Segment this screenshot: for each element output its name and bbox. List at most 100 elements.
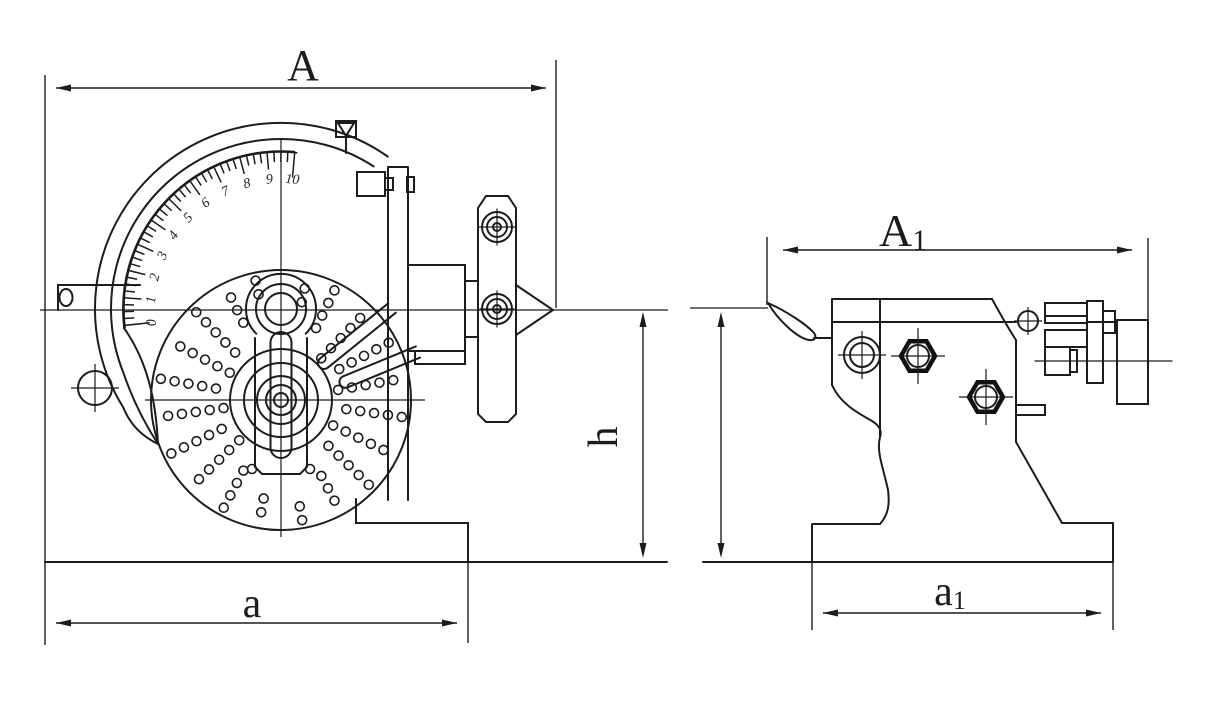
- plate-hole: [203, 429, 215, 441]
- plate-hole: [162, 410, 174, 422]
- tailstock-body: [765, 298, 1114, 563]
- dead-center-cone: [515, 284, 555, 336]
- plate-hole: [190, 406, 202, 418]
- scale-tick: [132, 256, 143, 262]
- scale-tick: [252, 154, 256, 165]
- dim-label-A: A: [287, 41, 319, 90]
- plate-hole: [199, 354, 211, 365]
- plate-hole: [183, 378, 194, 389]
- scale-tail-curve: [123, 327, 159, 445]
- plate-hole: [296, 514, 308, 526]
- plate-hole: [396, 411, 408, 423]
- plate-hole: [371, 343, 382, 355]
- plate-hole: [387, 374, 399, 386]
- plate-hole: [316, 470, 327, 482]
- scale-tick: [137, 243, 154, 253]
- plate-hole: [218, 402, 229, 414]
- scale-tick: [151, 219, 166, 231]
- plate-hole: [323, 297, 334, 309]
- plate-hole: [204, 404, 216, 416]
- plate-hole: [229, 347, 241, 358]
- scale-tick: [259, 153, 263, 164]
- scale-tick: [168, 198, 182, 212]
- plate-hole: [374, 377, 385, 388]
- plate-hole: [363, 479, 375, 491]
- scale-tick: [140, 237, 151, 244]
- scale-label: 2: [147, 272, 163, 282]
- plate-hole: [368, 407, 380, 419]
- dim-label-a1-main: a: [934, 569, 953, 615]
- plate-hole: [196, 380, 208, 392]
- spindle-hub: [229, 348, 333, 452]
- plate-hole: [225, 292, 237, 303]
- plate-hole: [340, 426, 352, 437]
- plate-hole: [332, 384, 344, 396]
- plate-hole: [200, 317, 212, 328]
- scale-tick: [134, 250, 145, 256]
- plate-hole: [329, 285, 340, 296]
- scale-tick: [159, 208, 168, 217]
- plate-hole: [190, 306, 202, 318]
- dim-label-A1-main: A: [879, 205, 912, 256]
- scale-tick-arc: [123, 151, 298, 329]
- scale-label: 3: [154, 249, 171, 262]
- plate-hole: [155, 373, 167, 385]
- spindle-housing: [356, 166, 479, 501]
- front-base-step: [355, 498, 469, 562]
- plate-hole: [296, 296, 308, 308]
- sector-arms: [316, 302, 421, 389]
- dimension-A: A: [56, 41, 546, 92]
- plate-hole: [191, 435, 202, 447]
- plate-hole: [193, 473, 205, 485]
- dim-label-h: h: [581, 427, 627, 448]
- scale-tick: [124, 290, 136, 293]
- scale-label: 0: [144, 318, 160, 327]
- crank-arm: [245, 272, 317, 475]
- scale-tick: [130, 263, 141, 268]
- scale-tick: [173, 193, 182, 202]
- plate-hole: [169, 375, 180, 387]
- plate-hole: [238, 465, 249, 476]
- plate-hole: [258, 493, 269, 504]
- plate-hole: [224, 490, 236, 501]
- scale-label: 9: [265, 172, 273, 188]
- plate-hole: [166, 448, 177, 459]
- swing-arm-arc: [93, 121, 389, 447]
- scale-tick: [124, 322, 150, 327]
- plate-hole: [238, 317, 249, 329]
- scale-label: 4: [166, 229, 182, 243]
- plate-hole: [210, 383, 222, 394]
- scale-tick: [178, 189, 187, 198]
- scale-label: 6: [199, 195, 213, 211]
- scale-tick: [245, 155, 250, 166]
- dim-label-a: a: [243, 581, 262, 627]
- face-column: [477, 195, 517, 423]
- side-view: [690, 298, 1173, 563]
- barrel-assembly: [1034, 300, 1173, 405]
- plate-hole: [231, 477, 243, 489]
- dividing-plate-holes: [155, 275, 408, 526]
- plate-hole: [310, 322, 322, 334]
- plate-hole: [255, 506, 267, 518]
- plate-hole: [325, 342, 337, 354]
- plate-hole: [354, 312, 366, 324]
- plate-hole: [178, 442, 190, 453]
- plate-hole: [354, 405, 366, 417]
- clamp-screw-side: [1014, 307, 1042, 335]
- hex-nut-upper: [891, 328, 945, 384]
- plate-hole: [231, 304, 243, 316]
- plate-hole: [224, 367, 236, 379]
- extension-lines: [44, 60, 1149, 645]
- center-lines: [40, 139, 668, 537]
- dim-label-A1: A1: [879, 205, 927, 257]
- plate-hole: [216, 423, 227, 435]
- clamp-bolt-front: [71, 364, 119, 412]
- plate-hole: [223, 444, 235, 456]
- scale-tick: [124, 297, 142, 300]
- plate-hole: [203, 464, 215, 475]
- plate-hole: [327, 420, 339, 431]
- dividing-plate: [150, 269, 412, 531]
- plate-hole: [365, 438, 377, 450]
